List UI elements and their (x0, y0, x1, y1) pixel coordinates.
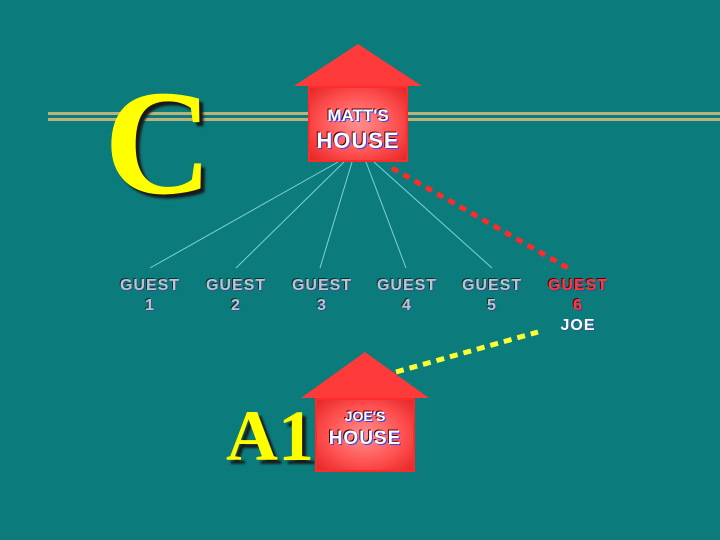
matts-house: MATT'S HOUSE (294, 44, 422, 162)
guest-1: GUEST 1 (110, 276, 190, 316)
guest-label: GUEST (376, 277, 438, 294)
house-name: JOE'S (344, 408, 386, 424)
link-guest-6-highlight (390, 165, 570, 271)
guest-2: GUEST 2 (196, 276, 276, 316)
link-guest-4 (365, 161, 407, 269)
house-body (315, 398, 415, 472)
guest-label: GUEST (461, 277, 523, 294)
link-guest-1 (149, 161, 339, 269)
house-name: MATT'S (327, 106, 389, 125)
link-guest-3 (319, 161, 353, 269)
guest-4: GUEST 4 (367, 276, 447, 316)
guest-name: JOE (560, 317, 596, 334)
section-letter: C (104, 60, 213, 226)
house-body (308, 86, 408, 162)
guest-label: GUEST (291, 277, 353, 294)
guest-6: GUEST 6 JOE (538, 276, 618, 336)
guest-5: GUEST 5 (452, 276, 532, 316)
guest-number: 2 (231, 297, 241, 314)
house-word: HOUSE (316, 128, 400, 153)
guest-label: GUEST (547, 277, 609, 294)
guest-number: 6 (573, 297, 583, 314)
house-word: HOUSE (328, 428, 402, 449)
house-roof (301, 352, 429, 398)
guest-number: 1 (145, 297, 155, 314)
house-roof (294, 44, 422, 86)
link-joe-house (395, 329, 539, 375)
joes-house: JOE'S HOUSE (301, 352, 429, 472)
link-guest-2 (235, 161, 345, 269)
guest-number: 5 (487, 297, 497, 314)
guest-number: 3 (317, 297, 327, 314)
link-guest-5 (373, 161, 493, 269)
guest-label: GUEST (119, 277, 181, 294)
guest-number: 4 (402, 297, 412, 314)
section-code: A1 (226, 396, 314, 476)
guest-label: GUEST (205, 277, 267, 294)
guest-3: GUEST 3 (282, 276, 362, 316)
